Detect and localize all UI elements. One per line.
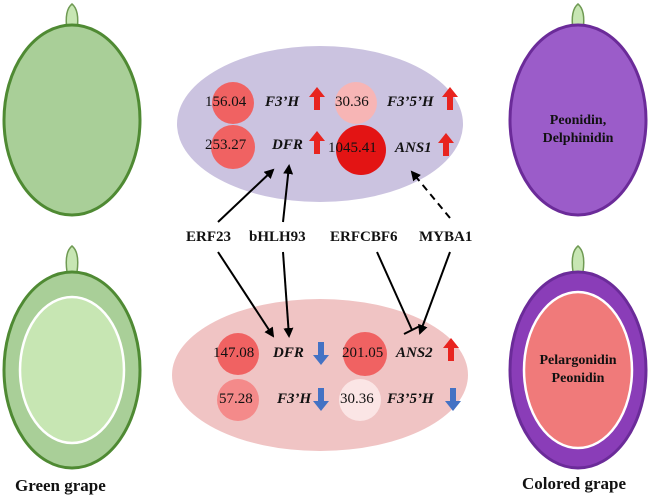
up-arrow-icon (309, 131, 325, 154)
top-cluster-ellipse (177, 46, 463, 202)
bottom-gene-f3h: F3’H (277, 391, 312, 407)
bottom-circle-ans2 (343, 332, 387, 376)
up-arrow-icon (438, 133, 454, 156)
top-circle-dfr (211, 125, 255, 169)
regulator-erfcbf6: ERFCBF6 (330, 229, 398, 245)
bottom-value-dfr: 147.08 (213, 345, 255, 361)
down-arrow-icon (313, 388, 329, 411)
bottom-value-f3h: 57.28 (219, 391, 253, 407)
green-grape-caption: Green grape (15, 476, 106, 495)
down-arrow-icon (445, 388, 461, 411)
top-value-dfr: 253.27 (205, 137, 247, 153)
colored-grape-caption: Colored grape (522, 474, 627, 493)
purple-grape-bottom (508, 245, 648, 470)
top-gene-dfr: DFR (272, 137, 303, 153)
bottom-gene-ans2: ANS2 (396, 345, 433, 361)
pigment-peonidin: Peonidin, (549, 113, 607, 128)
regulator-myba1: MYBA1 (419, 229, 473, 245)
colored-grape-bottom-pigments: Pelargonidin Peonidin (520, 352, 636, 388)
colored-grape-top-pigments: Peonidin, Delphinidin (520, 112, 636, 148)
pigment-peonidin-2: Peonidin (551, 371, 605, 386)
top-circle-f3h (212, 82, 254, 124)
bottom-circle-f35h (339, 379, 381, 421)
top-gene-f3h: F3’H (265, 94, 300, 110)
up-arrow-icon (443, 338, 459, 361)
pigment-pelargonidin: Pelargonidin (539, 353, 617, 368)
top-circle-f35h (335, 82, 377, 124)
regulator-bhlh93: bHLH93 (249, 229, 306, 245)
green-grape-bottom (2, 245, 142, 470)
top-gene-ans1: ANS1 (395, 140, 432, 156)
purple-grape-top (508, 3, 648, 217)
top-circle-ans1 (336, 125, 386, 175)
bottom-value-f35h: 30.36 (340, 391, 374, 407)
bottom-gene-dfr: DFR (273, 345, 304, 361)
green-grape-top (2, 3, 142, 217)
regulation-arrows (217, 164, 451, 338)
bottom-circle-dfr (217, 333, 259, 375)
up-arrow-icon (309, 87, 325, 110)
up-arrow-icon (442, 87, 458, 110)
pigment-delphinidin: Delphinidin (542, 131, 614, 146)
bottom-value-ans2: 201.05 (342, 345, 384, 361)
bottom-circle-f3h (217, 379, 259, 421)
down-arrow-icon (313, 342, 329, 365)
bottom-gene-f35h: F3’5’H (387, 391, 434, 407)
top-value-f3h: 156.04 (205, 94, 247, 110)
regulator-erf23: ERF23 (186, 229, 231, 245)
top-value-ans1: 1045.41 (328, 140, 377, 156)
top-value-f35h: 30.36 (335, 94, 369, 110)
top-gene-f35h: F3’5’H (387, 94, 434, 110)
